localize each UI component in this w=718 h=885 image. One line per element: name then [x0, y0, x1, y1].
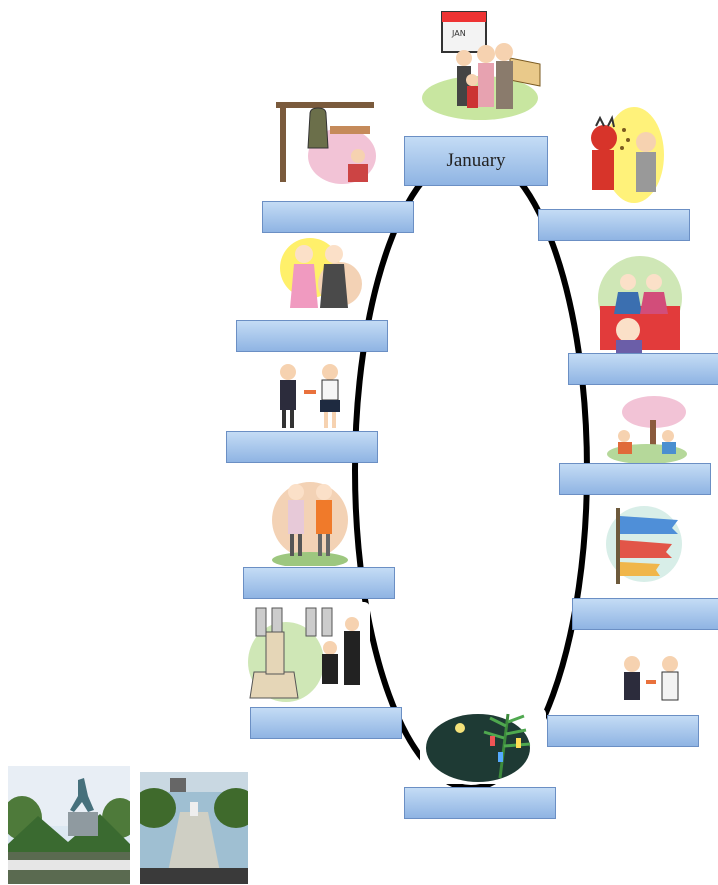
- shichigosan-kimono-icon: [276, 234, 362, 318]
- tanabata-bamboo-icon: [420, 708, 546, 784]
- month-box-12[interactable]: [262, 201, 414, 233]
- month-box-7[interactable]: [404, 787, 556, 819]
- uniform-change-icon: [614, 650, 688, 714]
- koinobori-icon: [602, 500, 686, 586]
- hina-dolls-icon: [592, 252, 688, 356]
- peace-park-photo: [140, 772, 248, 884]
- peace-statue-photo: [8, 766, 130, 884]
- month-box-6[interactable]: [547, 715, 699, 747]
- grave-visit-icon: [246, 602, 370, 708]
- month-box-2[interactable]: [538, 209, 690, 241]
- month-box-1[interactable]: January: [404, 136, 548, 186]
- bell-ringing-icon: [272, 98, 378, 188]
- month-box-10[interactable]: [226, 431, 378, 463]
- month-label-1: January: [446, 150, 506, 171]
- month-box-9[interactable]: [243, 567, 395, 599]
- setsubun-oni-icon: [574, 100, 676, 210]
- month-box-4[interactable]: [559, 463, 711, 495]
- svg-text:JAN: JAN: [451, 29, 466, 38]
- elderly-couple-icon: [270, 470, 350, 566]
- clothes-change-icon: [270, 360, 350, 434]
- new-year-family-icon: JAN: [414, 6, 546, 126]
- cherry-blossom-picnic-icon: [604, 392, 690, 464]
- month-box-5[interactable]: [572, 598, 718, 630]
- month-box-11[interactable]: [236, 320, 388, 352]
- month-box-8[interactable]: [250, 707, 402, 739]
- month-box-3[interactable]: [568, 353, 718, 385]
